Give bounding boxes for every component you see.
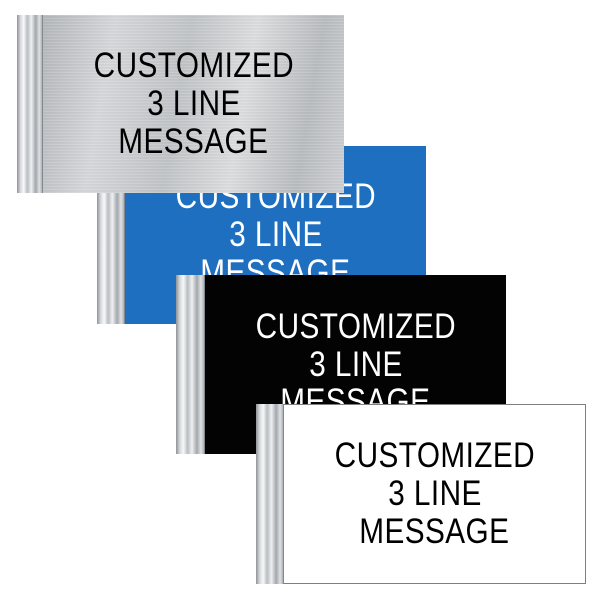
white-sign-line-1: CUSTOMIZED [334,436,535,476]
silver-sign: CUSTOMIZED 3 LINE MESSAGE [17,15,344,193]
silver-sign-plate: CUSTOMIZED 3 LINE MESSAGE [43,15,344,193]
blue-sign-line-2: 3 LINE [228,215,323,255]
white-sign-plate: CUSTOMIZED 3 LINE MESSAGE [284,404,586,584]
black-sign-bracket [176,275,205,454]
silver-sign-line-1: CUSTOMIZED [93,46,294,86]
white-sign: CUSTOMIZED 3 LINE MESSAGE [256,404,586,584]
white-sign-line-3: MESSAGE [359,511,510,551]
silver-sign-bracket [17,15,43,193]
black-sign-line-2: 3 LINE [308,344,403,384]
black-sign-line-1: CUSTOMIZED [255,306,456,346]
silver-sign-line-2: 3 LINE [146,84,241,124]
white-sign-bracket [256,404,284,584]
silver-sign-line-3: MESSAGE [118,121,269,161]
white-sign-line-2: 3 LINE [387,474,482,514]
